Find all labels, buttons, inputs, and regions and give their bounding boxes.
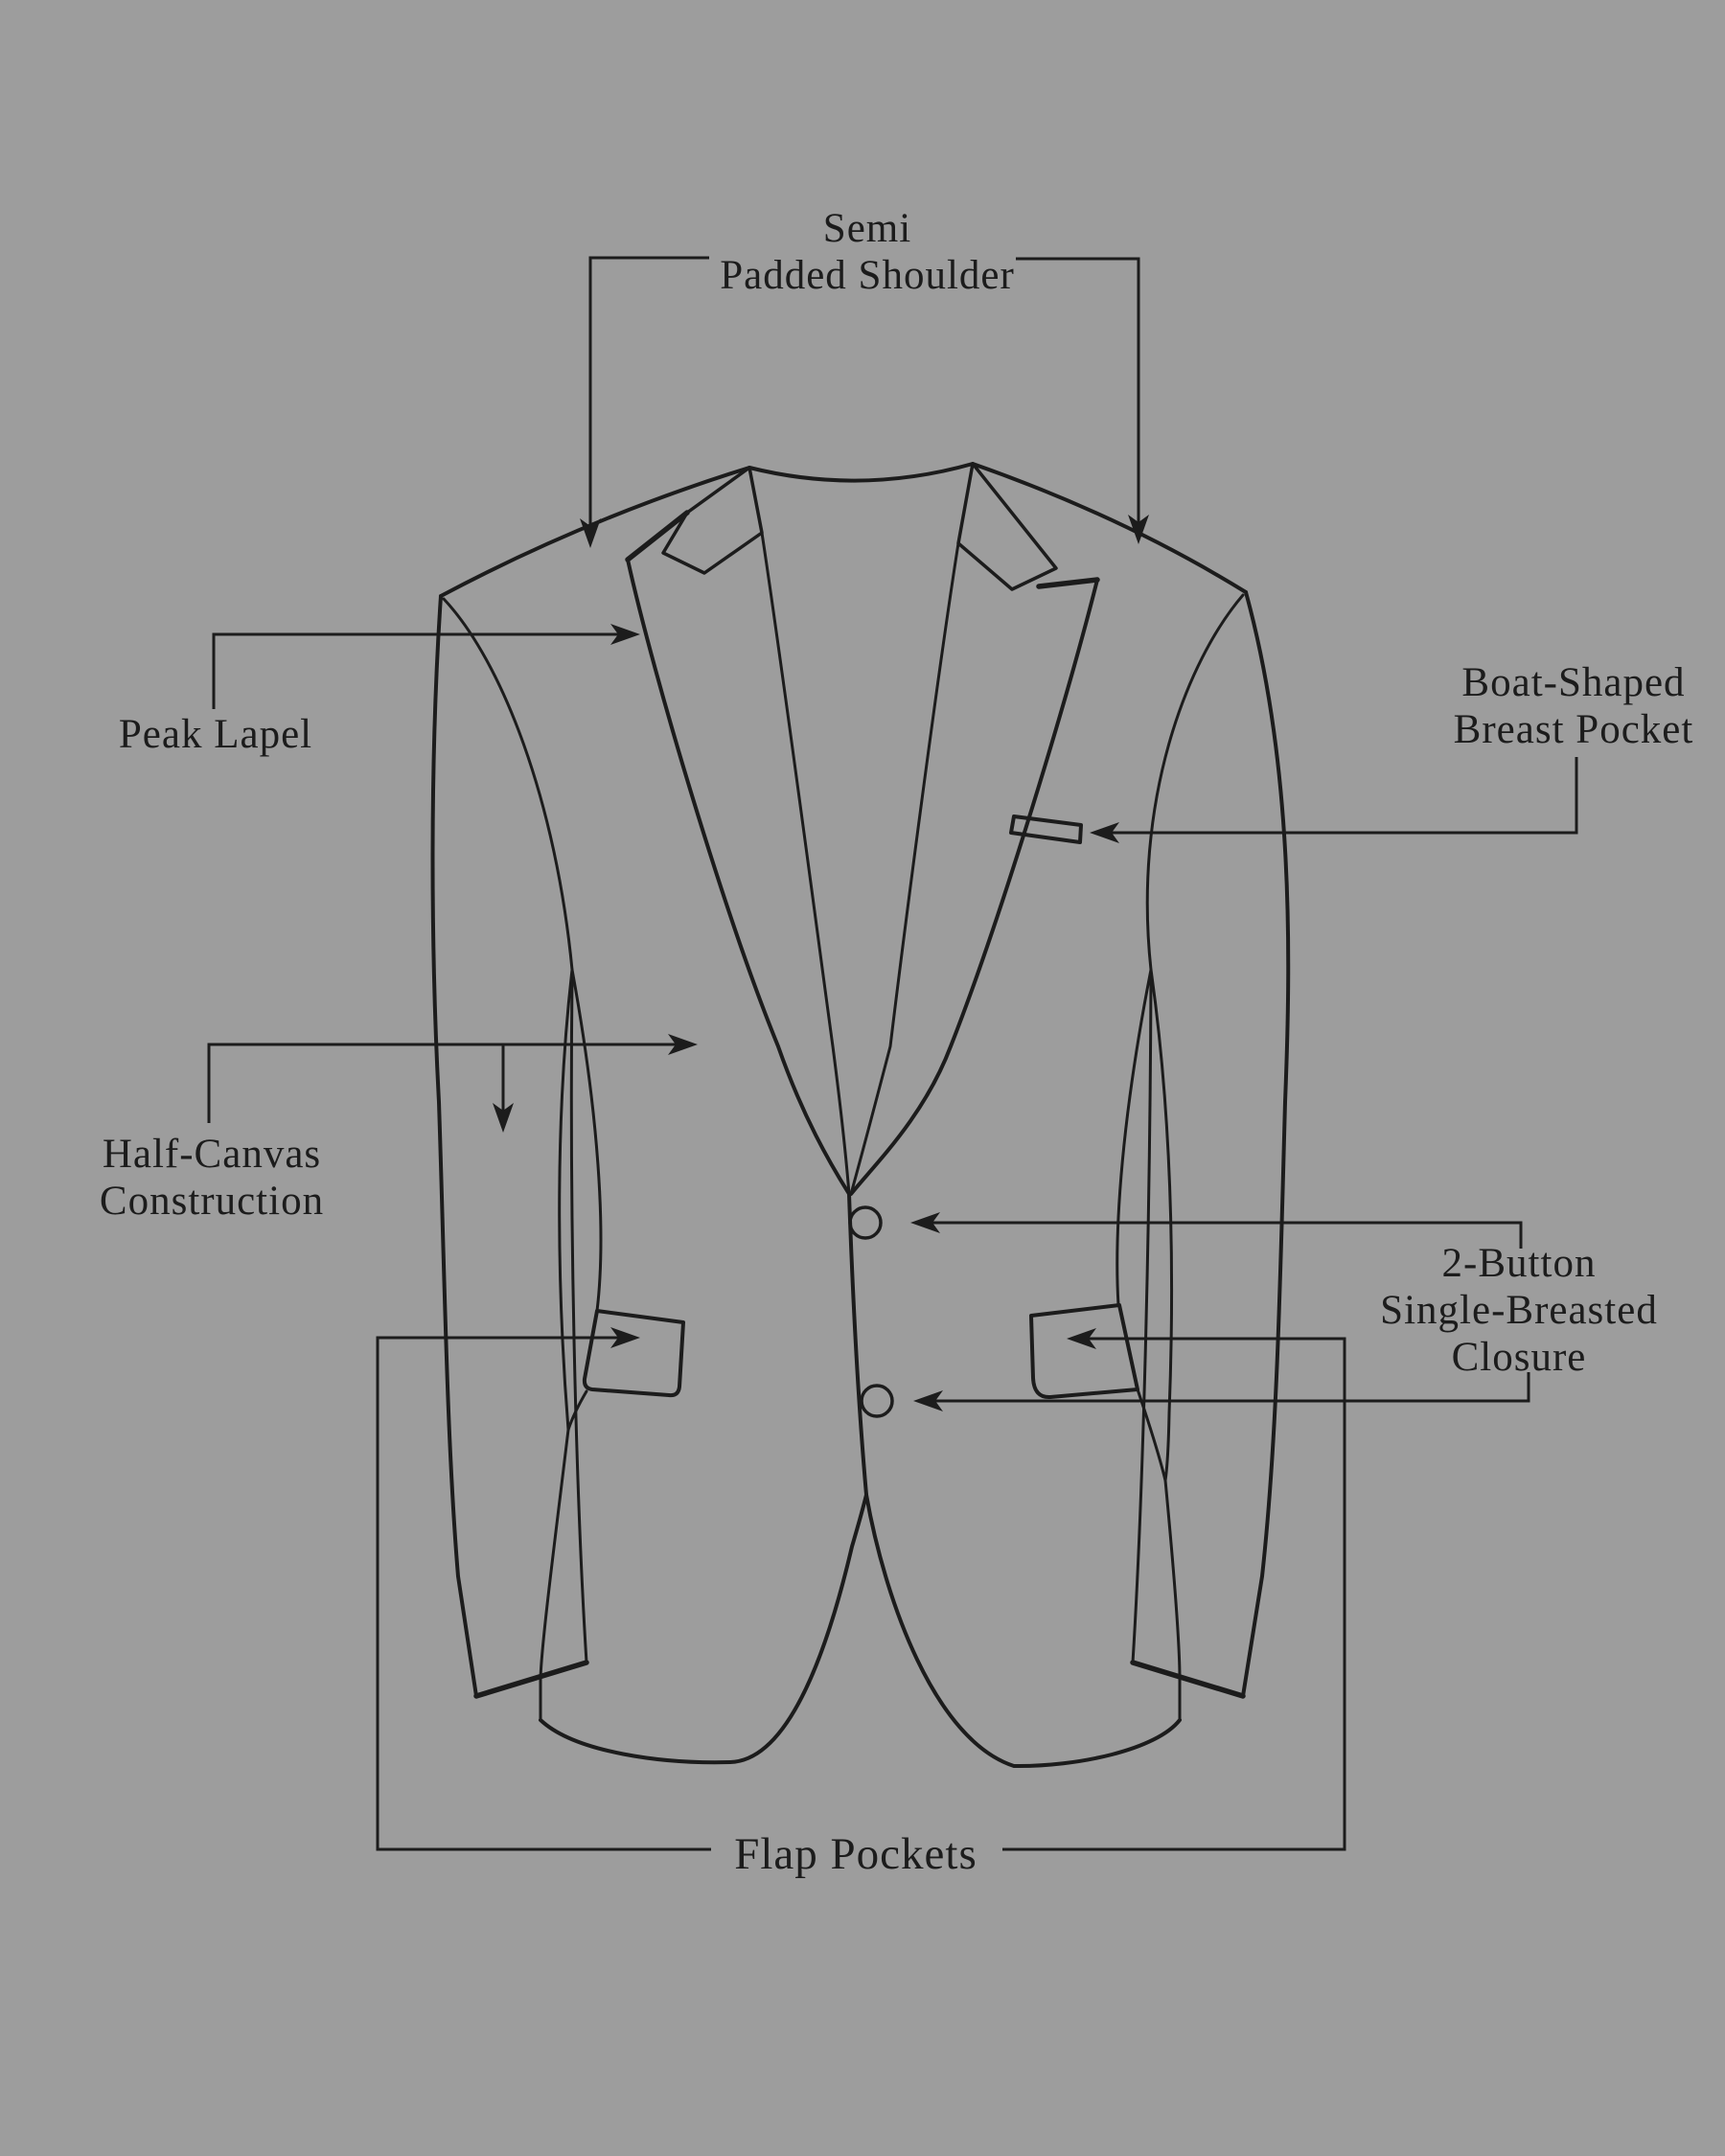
label-semi-padded-shoulder: Semi Padded Shoulder bbox=[720, 205, 1015, 299]
front-edge-and-hem bbox=[539, 1192, 1182, 1769]
label-2-button-single-breasted-closure: 2-Button Single-Breasted Closure bbox=[1380, 1240, 1658, 1381]
label-half-canvas-construction: Half-Canvas Construction bbox=[100, 1131, 324, 1225]
label-flap-pockets: Flap Pockets bbox=[734, 1829, 978, 1879]
breast-pocket-shape bbox=[1009, 814, 1083, 844]
leader-shoulder-left-arrow bbox=[580, 256, 709, 548]
label-semi-padded-shoulder-line2: Padded Shoulder bbox=[720, 253, 1015, 298]
leader-half-canvas-arrow bbox=[207, 1034, 698, 1123]
label-semi-padded-shoulder-line1: Semi bbox=[822, 206, 912, 251]
collar-outline bbox=[661, 462, 1058, 591]
sleeves bbox=[430, 590, 1291, 1699]
leader-shoulder-right-arrow bbox=[1016, 257, 1149, 544]
label-half-canvas-line2: Construction bbox=[99, 1179, 325, 1224]
flap-pocket-right bbox=[1029, 1303, 1139, 1400]
leader-closure-bottom-arrow bbox=[913, 1372, 1530, 1411]
label-breast-pocket-line2: Breast Pocket bbox=[1453, 707, 1694, 752]
label-closure-line2: Single-Breasted bbox=[1380, 1288, 1658, 1333]
leader-flap-pockets-left-arrow bbox=[376, 1327, 711, 1851]
label-half-canvas-line1: Half-Canvas bbox=[102, 1132, 322, 1177]
label-closure-line3: Closure bbox=[1451, 1335, 1587, 1380]
button-bottom bbox=[860, 1384, 894, 1418]
body-seams bbox=[442, 593, 1245, 1722]
leader-closure-top-arrow bbox=[910, 1212, 1523, 1249]
label-peak-lapel: Peak Lapel bbox=[118, 712, 313, 757]
leader-breast-pocket-arrow bbox=[1090, 757, 1578, 843]
front-buttons bbox=[848, 1205, 894, 1418]
button-top bbox=[848, 1205, 883, 1240]
peak-lapels bbox=[625, 510, 1100, 1196]
label-boat-shaped-breast-pocket: Boat-Shaped Breast Pocket bbox=[1454, 659, 1694, 753]
flap-pocket-left bbox=[582, 1309, 685, 1398]
leader-flap-pockets-right-arrow bbox=[1002, 1328, 1346, 1851]
shoulder-seams bbox=[439, 462, 1248, 598]
label-breast-pocket-line1: Boat-Shaped bbox=[1461, 660, 1686, 705]
label-closure-line1: 2-Button bbox=[1441, 1241, 1597, 1286]
leader-peak-lapel-arrow bbox=[212, 624, 640, 709]
